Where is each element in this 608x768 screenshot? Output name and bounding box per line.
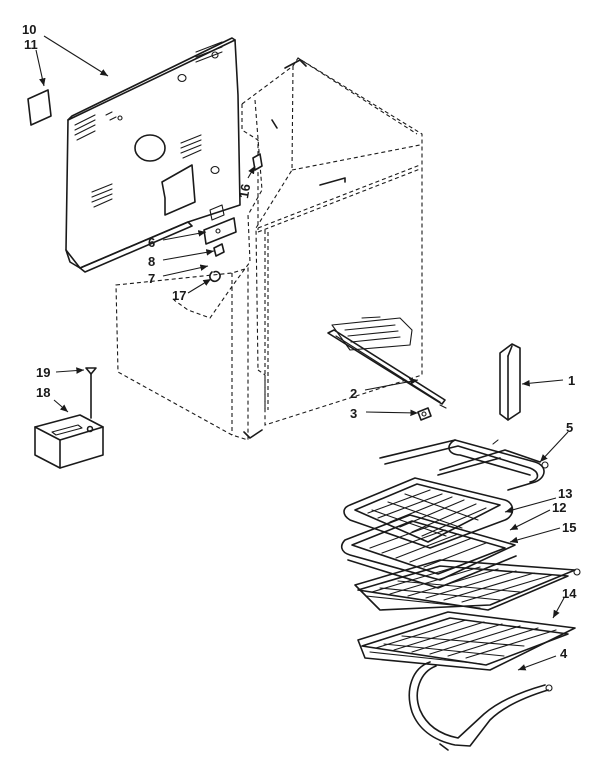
callout-15: 15 [562, 520, 576, 535]
callout-1: 1 [568, 373, 575, 388]
part-15-oven-rack [354, 559, 581, 611]
part-5-element [379, 439, 549, 491]
part-4-bake-element [408, 661, 553, 751]
callout-7: 7 [148, 271, 155, 286]
rear-panel [65, 37, 241, 273]
part-3-clip [417, 407, 432, 421]
callout-2: 2 [350, 386, 357, 401]
part-19-screw [85, 367, 97, 419]
part-18-box [34, 414, 104, 469]
part-1-housing [499, 343, 521, 421]
oven-cabinet [115, 57, 423, 441]
part-2-rail [327, 329, 446, 405]
part-6-bracket [203, 204, 237, 245]
callout-17: 17 [172, 288, 186, 303]
callout-19: 19 [36, 365, 50, 380]
part-8-clip [213, 243, 225, 257]
callout-16: 16 [236, 183, 253, 200]
callout-10: 10 [22, 22, 36, 37]
callout-18: 18 [36, 385, 50, 400]
callout-14: 14 [562, 586, 577, 601]
callout-8: 8 [148, 254, 155, 269]
callout-13: 13 [558, 486, 572, 501]
part-12-broiler-pan [340, 514, 517, 589]
callout-5: 5 [566, 420, 573, 435]
callout-labels: 10 11 16 6 8 7 17 1 2 3 5 13 12 15 14 4 … [22, 22, 577, 661]
oven-bottom-vent [331, 316, 413, 351]
leader-lines [35, 35, 569, 671]
part-7-spring [209, 270, 221, 283]
callout-12: 12 [552, 500, 566, 515]
part-14-oven-rack [357, 611, 576, 671]
callout-11: 11 [24, 37, 38, 52]
callout-3: 3 [350, 406, 357, 421]
part-11-cover-plate [27, 89, 52, 126]
part-13-broiler-grid [343, 477, 514, 549]
callout-4: 4 [560, 646, 568, 661]
callout-6: 6 [148, 235, 155, 250]
